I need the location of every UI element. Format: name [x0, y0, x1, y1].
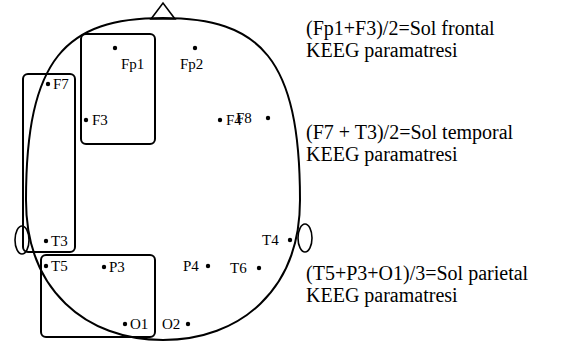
head-region: Fp2F8F4T4P4T6O2Fp1F3F7T3T5P3O1	[26, 18, 300, 340]
formula-caption: (F7 + T3)/2=Sol temporal KEEG paramatres…	[306, 121, 542, 165]
electrode-dot	[46, 82, 50, 86]
nose	[151, 3, 175, 19]
formula-caption: (Fp1+F3)/2=Sol frontal KEEG paramatresi	[306, 17, 542, 61]
electrode-label: Fp2	[180, 56, 203, 72]
formula-caption: (T5+P3+O1)/3=Sol parietal KEEG paramatre…	[306, 262, 542, 306]
electrode-dot	[123, 322, 127, 326]
electrode-label: T3	[51, 233, 68, 249]
head-outline	[26, 18, 300, 340]
electrode-group-box: F7T3	[22, 73, 76, 253]
electrode-dot	[218, 118, 222, 122]
head-outline-path	[26, 18, 300, 340]
electrode-label: F7	[53, 76, 69, 92]
electrode-dot	[206, 264, 210, 268]
electrode-dot	[44, 239, 48, 243]
electrode-dot	[102, 265, 106, 269]
electrode-label: P3	[109, 259, 125, 275]
electrode-dot	[193, 46, 197, 50]
electrode-dot	[257, 266, 261, 270]
electrode-label: F4	[226, 112, 242, 128]
electrode-label: F3	[92, 112, 108, 128]
electrode-label: T4	[262, 232, 279, 248]
electrode-label: T5	[51, 258, 68, 274]
electrode-group-box: Fp1F3	[80, 33, 156, 145]
ear	[298, 224, 312, 252]
electrode-dot	[266, 116, 270, 120]
electrode-label: P4	[183, 258, 199, 274]
electrode-dot	[44, 264, 48, 268]
electrode-dot	[288, 238, 292, 242]
electrode-group-box: T5 P3O1	[40, 254, 156, 338]
electrode-dot	[84, 118, 88, 122]
electrode-label: T6	[230, 260, 247, 276]
electrode-label: O2	[162, 316, 180, 332]
electrode-dot	[186, 322, 190, 326]
electrode-dot	[113, 46, 117, 50]
electrode-label: O1	[130, 316, 148, 332]
electrode-label: Fp1	[121, 56, 144, 72]
